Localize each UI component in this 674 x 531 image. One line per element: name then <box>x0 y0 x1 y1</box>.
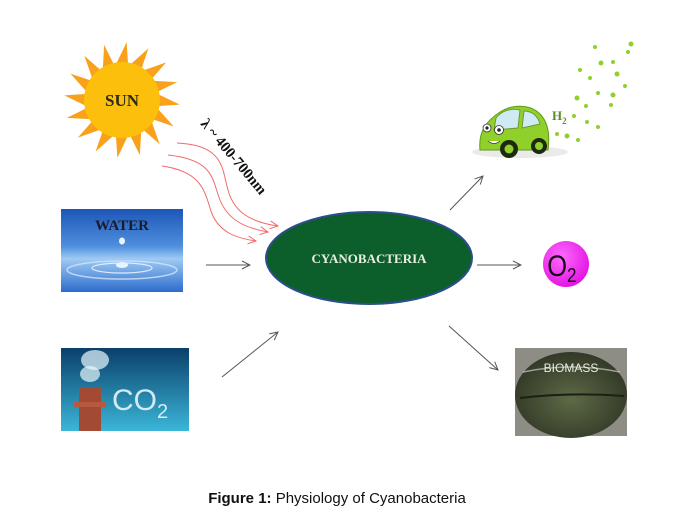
hydrogen-bubble <box>572 114 576 118</box>
car-icon <box>479 105 550 158</box>
hydrogen-bubble <box>555 132 559 136</box>
co2-node: CO2 <box>61 348 189 431</box>
sun-ray <box>157 93 180 107</box>
hydrogen-bubble <box>596 91 600 95</box>
hydrogen-bubble <box>576 138 580 142</box>
sun-ray <box>66 107 92 120</box>
sun-disc <box>84 62 160 138</box>
light-rays <box>161 142 278 241</box>
hydrogen-bubble <box>610 92 616 98</box>
arrow-to-biomass <box>448 325 498 370</box>
hydrogen-bubble <box>611 60 615 64</box>
chimney-icon <box>79 388 101 431</box>
wavelength-label: λ ~ 400-700nm <box>197 116 270 198</box>
water-label: WATER <box>95 218 149 234</box>
cyanobacteria-label: CYANOBACTERIA <box>311 251 427 266</box>
hydrogen-bubble <box>584 104 588 108</box>
light-ray <box>167 154 268 232</box>
light-ray <box>176 142 278 226</box>
hydrogen-bubble <box>614 71 620 77</box>
sun-label: SUN <box>105 91 140 110</box>
figure-caption-label: Figure 1: <box>208 490 272 507</box>
biomass-label: BIOMASS <box>544 361 599 375</box>
water-image <box>61 209 183 292</box>
sun-ray <box>102 44 115 70</box>
arrow-to-hydrogen <box>449 176 483 211</box>
sun-node: SUN <box>64 42 180 158</box>
cyanobacteria-node: CYANOBACTERIA <box>265 211 473 305</box>
hydrogen-bubble <box>585 120 589 124</box>
figure-caption-text: Physiology of Cyanobacteria <box>271 490 466 507</box>
hydrogen-bubble <box>626 50 630 54</box>
hydrogen-bubble <box>574 95 580 101</box>
hydrogen-bubble <box>593 45 597 49</box>
sun-ray <box>115 135 129 158</box>
cyanobacteria-ellipse <box>265 211 473 305</box>
oxygen-node: O2 <box>543 241 589 287</box>
hydrogen-bubble <box>623 84 627 88</box>
light-ray <box>161 165 256 241</box>
hydrogen-label: H2 <box>552 108 567 126</box>
smoke-icon <box>81 350 109 370</box>
sun-ray <box>115 42 129 65</box>
hydrogen-bubble <box>609 103 613 107</box>
hydrogen-bubble <box>598 60 604 66</box>
oxygen-circle <box>543 241 589 287</box>
hydrogen-bubble <box>578 68 582 72</box>
sun-ray <box>64 93 87 107</box>
oxygen-label: O2 <box>547 249 576 286</box>
figure-caption: Figure 1: Physiology of Cyanobacteria <box>0 490 674 507</box>
water-node: WATER <box>61 209 183 292</box>
hydrogen-bubble <box>628 41 634 47</box>
hydrogen-bubble <box>588 76 592 80</box>
water-drop-icon <box>116 262 128 268</box>
arrow-co2-to-cyanobacteria <box>221 332 278 378</box>
water-droplet-icon <box>119 237 125 245</box>
hydrogen-node: H2 <box>472 41 634 158</box>
sun-ray <box>152 80 178 93</box>
biomass-node: BIOMASS <box>515 348 627 438</box>
hydrogen-bubble <box>596 125 600 129</box>
hydrogen-bubble <box>564 133 570 139</box>
co2-label: CO2 <box>112 384 168 423</box>
hydrogen-bubbles-icon <box>555 41 634 142</box>
sun-ray <box>129 130 142 156</box>
